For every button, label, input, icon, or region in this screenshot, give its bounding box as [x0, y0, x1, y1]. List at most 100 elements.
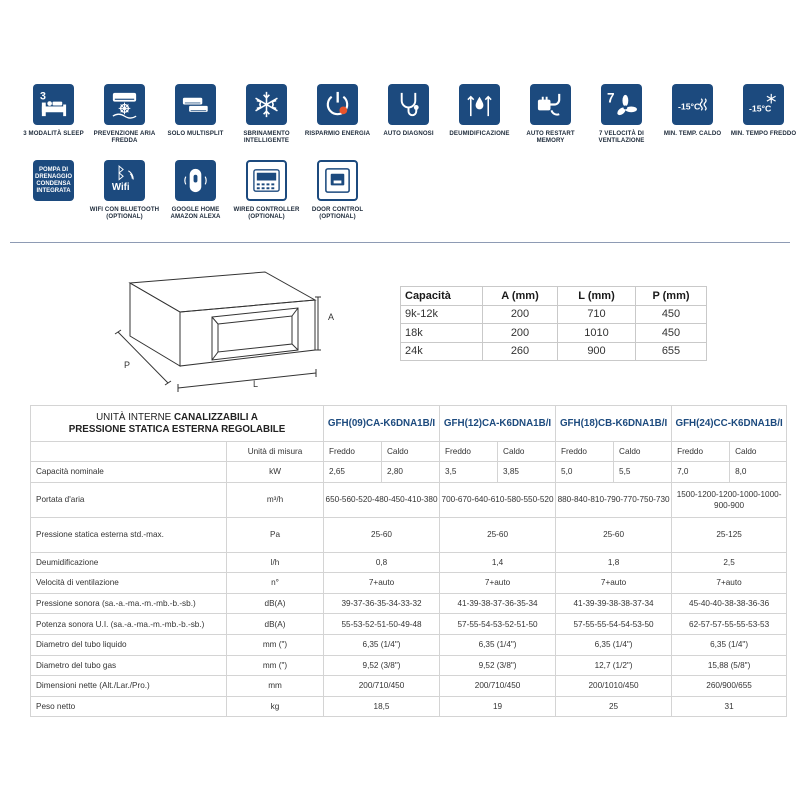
table-cell: 880-840-810-790-770-750-730 [555, 481, 673, 518]
table-cell: 1,4 [439, 551, 557, 574]
table-cell: 18k [400, 323, 483, 343]
heat-header: Caldo [729, 441, 788, 462]
energy-saving-icon [317, 84, 358, 125]
table-cell: 2,65 [323, 461, 383, 483]
table-cell: 57-55-55-54-54-53-50 [555, 613, 673, 635]
table-cell: 655 [635, 341, 707, 361]
feature-label: 3 modalità sleep [23, 130, 84, 137]
feature-label: WiFi con Bluetooth (optional) [89, 206, 160, 220]
table-cell: 9,52 (3/8") [323, 654, 441, 677]
label-p: P [124, 360, 130, 370]
feature-multisplit: Solo multisplit [160, 84, 231, 144]
row-unit: n° [225, 572, 325, 594]
row-unit: mm (") [225, 654, 325, 677]
condensate-pump-icon: POMPA DI DRENAGGIO CONDENSA INTEGRATA [33, 160, 74, 201]
row-label: Pressione sonora (sa.-a.-ma.-m.-mb.-b.-s… [30, 592, 227, 615]
heat-header: Caldo [497, 441, 557, 462]
table-cell: 7,0 [671, 461, 731, 483]
model-header: GFH(24)CC-K6DNA1B/I [671, 405, 788, 442]
table-row: Portata d'aria m³/h 650-560-520-480-450-… [30, 481, 788, 518]
table-cell: 9,52 (3/8") [439, 654, 557, 677]
unit-dimension-diagram: A P L [110, 270, 360, 400]
table-cell: 1010 [557, 323, 636, 343]
svg-text:-15°C: -15°C [749, 103, 772, 113]
table-cell: 25-125 [671, 516, 788, 553]
table-cell: 0,8 [323, 551, 441, 574]
table-row: Diametro del tubo gas mm (") 9,52 (3/8")… [30, 654, 788, 677]
table-cell: 1,8 [555, 551, 673, 574]
table-cell: 2,5 [671, 551, 788, 574]
sleep-bed-icon: 3 [33, 84, 74, 125]
min-temp-heat-icon: -15°C [672, 84, 713, 125]
feature-label: Prevenzione aria fredda [93, 130, 156, 144]
dimension-table: Capacità A (mm) L (mm) P (mm) 9k-12k 200… [400, 286, 707, 361]
table-row: Potenza sonora U.I. (sa.-a.-ma.-m.-mb.-b… [30, 613, 788, 635]
table-cell: 18,5 [323, 695, 441, 718]
feature-label: 7 velocità di ventilazione [598, 130, 645, 144]
feature-restart: Auto restart memory [515, 84, 586, 144]
row-label: Pressione statica esterna std.-max. [30, 516, 227, 553]
feature-defrost: Sbrinamento intelligente [231, 84, 302, 144]
table-cell: 7+auto [555, 572, 673, 594]
table-row: Velocità di ventilazione n° 7+auto 7+aut… [30, 572, 788, 594]
table-header-row: Capacità A (mm) L (mm) P (mm) [400, 286, 707, 306]
feature-energy: Risparmio energia [302, 84, 373, 144]
table-cell: 260 [482, 341, 558, 361]
table-row: Dimensioni nette (Alt./Lar./Pro.) mm 200… [30, 675, 788, 697]
svg-text:3: 3 [40, 91, 46, 103]
table-cell: 200/710/450 [323, 675, 441, 697]
column-header: A (mm) [482, 286, 558, 306]
svg-text:-15°C: -15°C [678, 101, 701, 111]
wired-controller-icon [246, 160, 287, 201]
door-control-icon [317, 160, 358, 201]
row-unit: kg [225, 695, 325, 718]
feature-sleep: 3 3 modalità sleep [18, 84, 89, 144]
table-cell: 45-40-40-38-38-36-36 [671, 592, 788, 615]
row-label: Diametro del tubo liquido [30, 633, 227, 656]
cold-header: Freddo [671, 441, 731, 462]
feature-label: Door control (optional) [311, 206, 364, 220]
table-cell: 24k [400, 341, 483, 361]
table-cell: 5,5 [613, 461, 673, 483]
cold-header: Freddo [323, 441, 383, 462]
feature-min-temp-cold: -15°C Min. tempo freddo [728, 84, 799, 144]
table-cell: 2,80 [381, 461, 441, 483]
table-cell: 6,35 (1/4") [439, 633, 557, 656]
table-cell: 450 [635, 323, 707, 343]
row-label: Dimensioni nette (Alt./Lar./Pro.) [30, 675, 227, 697]
table-cell: 57-55-54-53-52-51-50 [439, 613, 557, 635]
row-label: Velocità di ventilazione [30, 572, 227, 594]
table-cell: 7+auto [323, 572, 441, 594]
feature-condensate-pump: POMPA DI DRENAGGIO CONDENSA INTEGRATA [18, 160, 89, 220]
feature-label: Min. temp. caldo [663, 130, 722, 137]
table-cell: 25-60 [555, 516, 673, 553]
table-cell: 12,7 (1/2") [555, 654, 673, 677]
label-a: A [328, 312, 334, 322]
row-unit: dB(A) [225, 613, 325, 635]
table-cell: 1500-1200-1200-1000-1000-900-900 [671, 481, 788, 518]
table-cell: 41-39-38-37-36-35-34 [439, 592, 557, 615]
cold-header: Freddo [555, 441, 615, 462]
feature-row-1: 3 3 modalità sleep Prevenzione aria fred… [18, 84, 799, 144]
feature-wired-controller: Wired controller (optional) [231, 160, 302, 220]
feature-dehumidify: Deumidificazione [444, 84, 515, 144]
row-label: Potenza sonora U.I. (sa.-a.-ma.-m.-mb.-b… [30, 613, 227, 635]
table-row: 18k 200 1010 450 [400, 323, 707, 343]
unit-header: Unità di misura [225, 441, 325, 462]
cold-air-prevention-icon [104, 84, 145, 125]
feature-label: Wired controller (optional) [233, 206, 300, 220]
column-header: Capacità [400, 286, 483, 306]
table-cell: 200 [482, 323, 558, 343]
row-label: Peso netto [30, 695, 227, 718]
table-cell: 9k-12k [400, 304, 483, 324]
table-cell: 7+auto [671, 572, 788, 594]
smart-speaker-icon [175, 160, 216, 201]
table-cell: 25-60 [323, 516, 441, 553]
svg-text:Wifi: Wifi [112, 182, 130, 193]
row-label: Capacità nominale [30, 461, 227, 483]
table-cell: 8,0 [729, 461, 788, 483]
table-cell: 19 [439, 695, 557, 718]
